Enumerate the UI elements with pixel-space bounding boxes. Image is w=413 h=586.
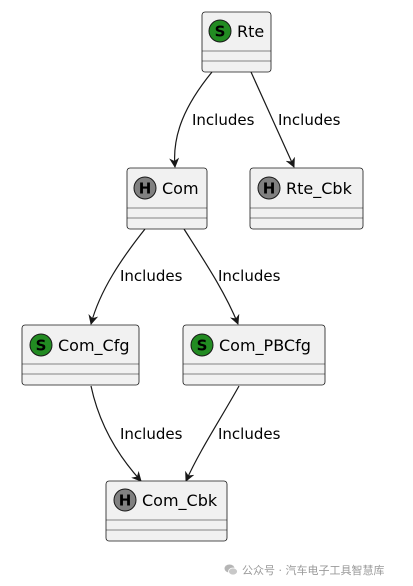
node-label: Com_Cfg (58, 336, 130, 356)
watermark: 公众号 · 汽车电子工具智慧库 (224, 560, 385, 580)
edge-com-pbcfg-com-cbk: Includes (185, 385, 281, 482)
edge-label: Includes (278, 111, 341, 129)
static-class-badge-icon: S (190, 333, 214, 357)
edge-label: Includes (192, 111, 255, 129)
edge-label: Includes (218, 267, 281, 285)
edge-label: Includes (120, 425, 183, 443)
node-label: Com_PBCfg (219, 336, 311, 356)
badge-letter: S (36, 337, 47, 355)
header-badge-icon: H (133, 176, 157, 200)
node-label: Rte (237, 22, 264, 41)
node-com[interactable]: H Com (126, 167, 208, 230)
badge-letter: H (139, 180, 152, 198)
badge-letter: H (263, 180, 276, 198)
edges: Includes Includes Includes Includes Incl… (88, 71, 341, 482)
node-com-cbk[interactable]: H Com_Cbk (105, 480, 228, 542)
node-com-cfg[interactable]: S Com_Cfg (21, 324, 140, 386)
badge-letter: S (215, 23, 226, 41)
static-class-badge-icon: S (208, 19, 232, 43)
edge-rte-rte-cbk: Includes (250, 71, 341, 168)
node-rte-cbk[interactable]: H Rte_Cbk (249, 167, 364, 230)
node-label: Com_Cbk (142, 491, 218, 511)
edge-rte-com: Includes (169, 71, 255, 168)
header-badge-icon: H (113, 488, 137, 512)
edge-label: Includes (218, 425, 281, 443)
badge-letter: H (119, 492, 132, 510)
node-label: Rte_Cbk (286, 179, 353, 199)
badge-letter: S (197, 337, 208, 355)
edge-com-cfg-com-cbk: Includes (90, 385, 183, 482)
header-badge-icon: H (257, 176, 281, 200)
node-rte[interactable]: S Rte (201, 11, 272, 73)
watermark-text: 公众号 · 汽车电子工具智慧库 (242, 564, 385, 577)
wechat-icon (224, 564, 238, 576)
edge-com-com-cfg: Includes (88, 228, 183, 325)
edge-label: Includes (120, 267, 183, 285)
edge-com-com-pbcfg: Includes (183, 228, 281, 325)
node-label: Com (162, 179, 199, 198)
node-com-pbcfg[interactable]: S Com_PBCfg (182, 324, 326, 386)
nodes: S Rte H Com H Rte_Cbk (21, 11, 364, 542)
static-class-badge-icon: S (29, 333, 53, 357)
